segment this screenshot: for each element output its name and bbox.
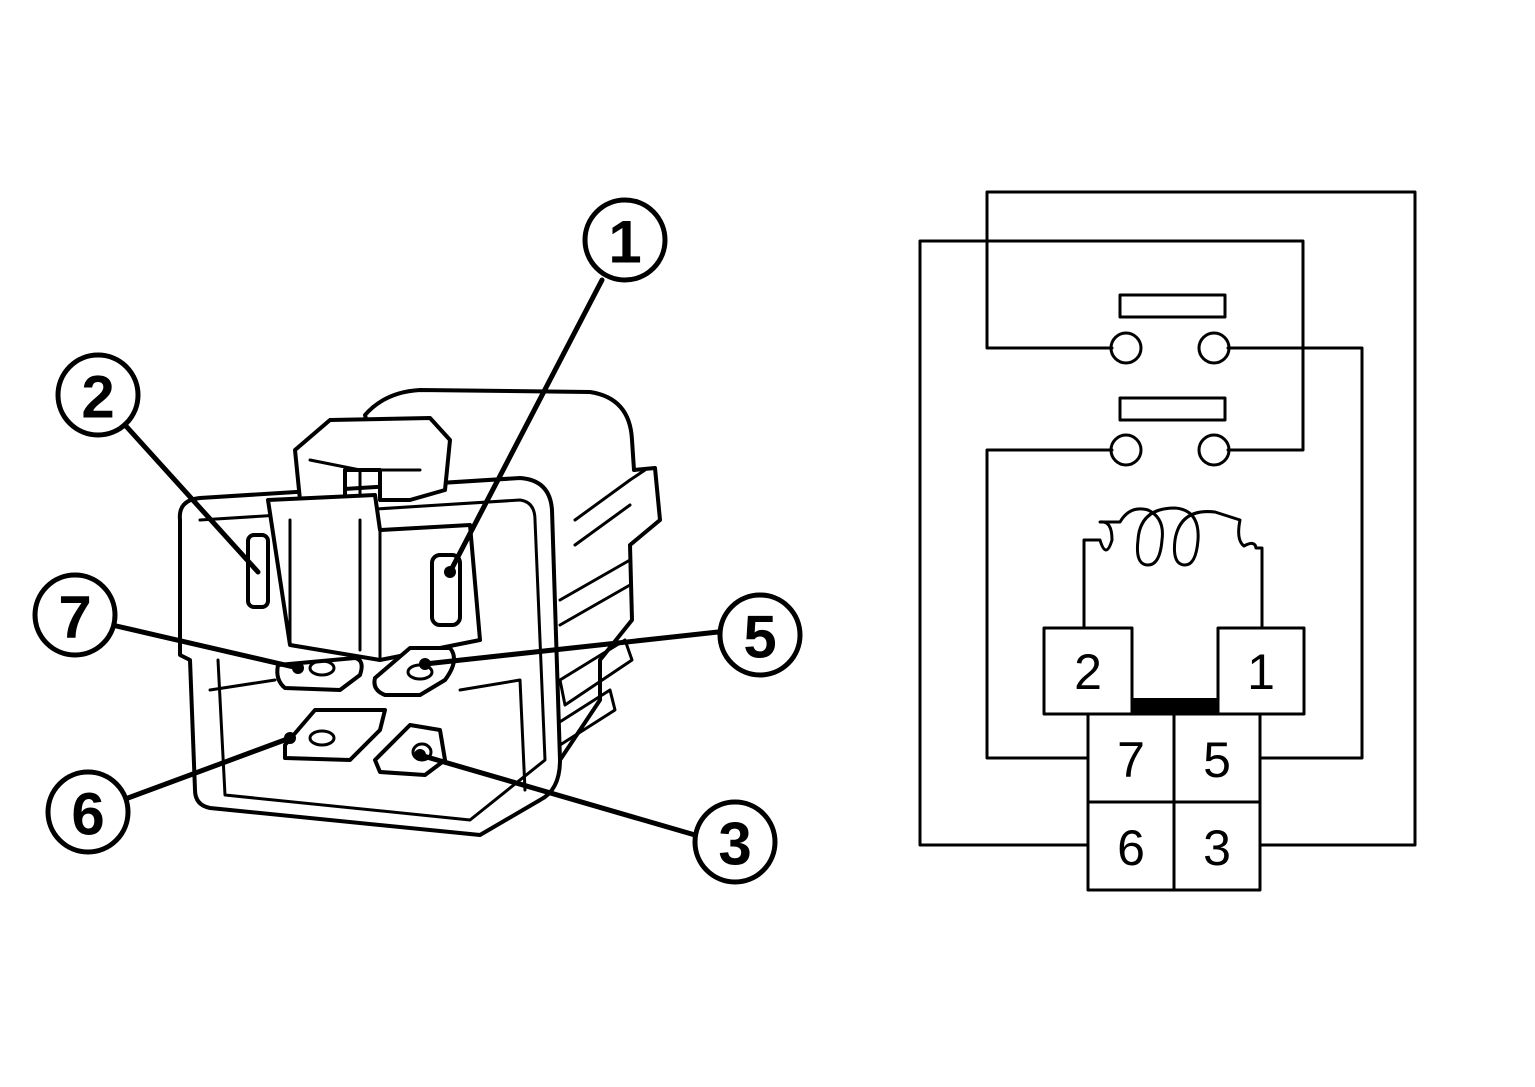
callout-label-5: 5 [743, 604, 776, 671]
callout-1: 1 [582, 197, 668, 283]
leader-line-3 [417, 752, 698, 838]
contact-upper-right [1197, 331, 1231, 365]
callout-5: 5 [717, 592, 803, 678]
contact-lower-left [1109, 433, 1143, 467]
callout-label-1: 1 [608, 209, 641, 276]
wire-pin-5 [1226, 346, 1364, 760]
leader-dot-1 [444, 566, 456, 578]
terminal-hole-6 [308, 729, 336, 747]
relay-socket-cavity [266, 493, 482, 662]
pin-label-5: 5 [1203, 732, 1231, 788]
leader-dot-3 [414, 749, 426, 761]
pin-box-3 [1172, 800, 1262, 892]
relay-side-slot-bottom [553, 688, 617, 747]
pin-label-3: 3 [1203, 820, 1231, 876]
leader-dot-6 [284, 732, 296, 744]
leader-line-6 [125, 735, 293, 801]
callout-label-2: 2 [81, 364, 114, 431]
relay-socket-inner [288, 518, 382, 662]
callout-label-6: 6 [71, 781, 104, 848]
callout-6: 6 [45, 769, 131, 855]
callout-3: 3 [692, 799, 778, 885]
leader-dot-7 [292, 662, 304, 674]
contact-actuator-upper [1118, 293, 1227, 319]
relay-side-slot-lower [558, 638, 634, 707]
callout-label-7: 7 [58, 584, 91, 651]
callout-7: 7 [32, 572, 118, 658]
wire-pin-3 [985, 190, 1417, 847]
leader-line-5 [422, 629, 721, 667]
leader-line-7 [109, 622, 301, 671]
leader-dot-5 [419, 658, 431, 670]
terminal-hole-7 [308, 659, 336, 677]
pin-label-7: 7 [1117, 732, 1145, 788]
leader-line-1 [447, 277, 605, 575]
contact-lower-right [1197, 433, 1231, 467]
contact-upper-left [1109, 331, 1143, 365]
relay-lower-opening [208, 678, 527, 792]
relay-side-slot-mid [558, 558, 632, 627]
pin-separator-bar [1132, 698, 1218, 714]
callout-2: 2 [55, 352, 141, 438]
terminal-blade-5 [372, 646, 456, 697]
relay-side-slot-upper [573, 468, 647, 547]
pin-label-6: 6 [1117, 820, 1145, 876]
leader-line-2 [122, 422, 261, 575]
pin-label-1: 1 [1247, 644, 1275, 700]
pin-label-2: 2 [1074, 644, 1102, 700]
callout-label-3: 3 [718, 811, 751, 878]
contact-actuator-lower [1118, 396, 1227, 422]
wire-pin-7 [985, 448, 1114, 760]
relay-schematic: 2 1 7 5 6 3 [918, 190, 1417, 892]
terminal-blade-6 [283, 708, 387, 762]
relay-inner-frame [198, 498, 547, 822]
relay-illustration: 1 2 7 5 6 3 [32, 197, 803, 885]
wire-pin-6 [918, 239, 1305, 847]
relay-coil [1082, 506, 1264, 630]
